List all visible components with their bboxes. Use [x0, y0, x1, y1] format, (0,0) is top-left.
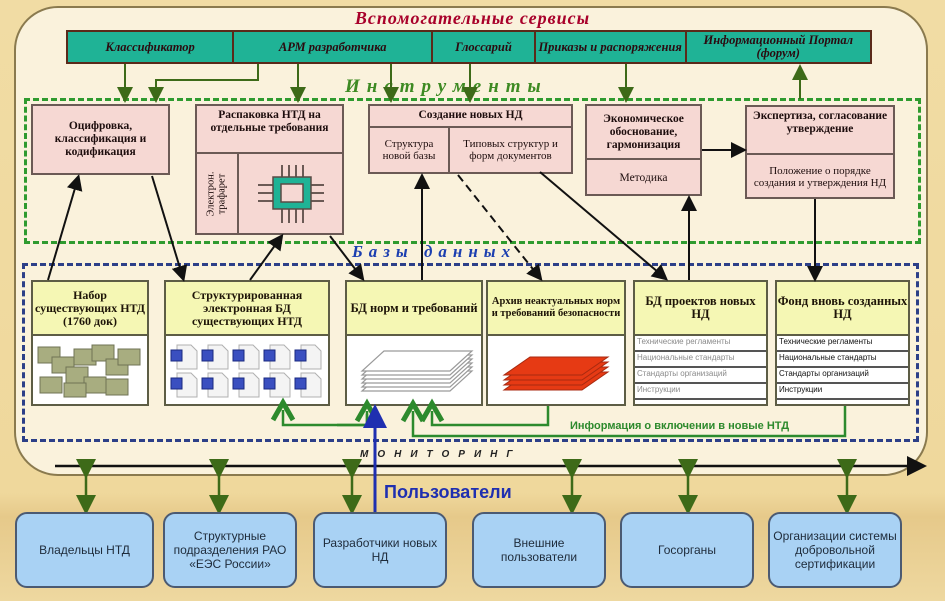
info-inclusion-label: Информация о включении в новые НТД — [570, 420, 790, 432]
services-title: Вспомогательные сервисы — [354, 8, 591, 28]
document-icon — [232, 372, 260, 398]
db-new-nd-fund-row: Инструкции — [777, 384, 908, 400]
service-classifier[interactable]: Классификатор — [68, 32, 235, 62]
user-certification-orgs[interactable]: Организации системы добровольной сертифи… — [768, 512, 902, 588]
tool-new-nd-templates: Типовых структур и форм документов — [463, 138, 558, 162]
databases-zone — [22, 263, 919, 442]
white-sheets-icon — [347, 336, 481, 406]
document-icon — [201, 344, 229, 370]
db-archive[interactable]: Архив неактуальных норм и требований без… — [486, 280, 626, 406]
user-state-bodies[interactable]: Госорганы — [620, 512, 754, 588]
user-ntd-owners[interactable]: Владельцы НТД — [15, 512, 154, 588]
db-draft-nd-row: Национальные стандарты — [635, 352, 766, 368]
tool-coding[interactable]: Оцифровка, классификация и кодификация — [31, 104, 170, 175]
db-new-nd-fund[interactable]: Фонд вновь созданных НД Технические регл… — [775, 280, 910, 406]
db-new-nd-fund-row: Национальные стандарты — [777, 352, 908, 368]
db-draft-nd-row: Стандарты организаций — [635, 368, 766, 384]
monitoring-label: МОНИТОРИНГ — [360, 449, 522, 460]
service-info-portal[interactable]: Информационный Портал (форум) — [703, 33, 854, 60]
tool-new-nd-structure: Структура новой базы — [370, 128, 450, 172]
db-structured-electronic-title: Структурированная электронная БД существ… — [166, 282, 328, 336]
document-icon — [294, 344, 322, 370]
document-icon — [263, 344, 291, 370]
document-icon — [232, 344, 260, 370]
tool-unpacking-title: Распаковка НТД на отдельные требования — [210, 109, 329, 134]
document-icon — [263, 372, 291, 398]
db-draft-nd[interactable]: БД проектов новых НД Технические регламе… — [633, 280, 768, 406]
chip-icon — [239, 154, 342, 233]
document-icon — [170, 372, 198, 398]
users-title: Пользователи — [384, 482, 512, 502]
db-archive-title: Архив неактуальных норм и требований без… — [488, 282, 624, 336]
db-structured-electronic[interactable]: Структурированная электронная БД существ… — [164, 280, 330, 406]
db-new-nd-fund-row: Стандарты организаций — [777, 368, 908, 384]
tool-new-nd[interactable]: Создание новых НД Структура новой базы Т… — [368, 104, 573, 174]
services-bar: Классификатор АРМ разработчика Глоссарий… — [66, 30, 872, 64]
db-existing-ntd-title: Набор существующих НТД (1760 док) — [33, 282, 147, 336]
document-icon — [201, 372, 229, 398]
tool-coding-title: Оцифровка, классификация и кодификация — [54, 120, 147, 158]
service-glossary[interactable]: Глоссарий — [433, 32, 536, 62]
db-norms-requirements[interactable]: БД норм и требований — [345, 280, 483, 406]
document-icon — [294, 372, 322, 398]
db-draft-nd-row: Инструкции — [635, 384, 766, 400]
tool-expertise[interactable]: Экспертиза, согласование утверждение Пол… — [745, 105, 895, 199]
tool-new-nd-title: Создание новых НД — [370, 106, 571, 128]
user-external[interactable]: Внешние пользователи — [472, 512, 606, 588]
user-new-nd-developers[interactable]: Разработчики новых НД — [313, 512, 447, 588]
db-draft-nd-title: БД проектов новых НД — [635, 282, 766, 336]
service-orders[interactable]: Приказы и распоряжения — [536, 32, 687, 62]
paper-stack-icon — [33, 336, 147, 406]
service-developer-workstation[interactable]: АРМ разработчика — [234, 32, 434, 62]
db-draft-nd-row: Технические регламенты — [635, 336, 766, 352]
user-rao-divisions[interactable]: Структурные подразделения РАО «ЕЭС Росси… — [163, 512, 297, 588]
document-icon — [170, 344, 198, 370]
db-new-nd-fund-title: Фонд вновь созданных НД — [777, 282, 908, 336]
tool-expertise-title: Экспертиза, согласование утверждение — [752, 110, 888, 135]
db-existing-ntd[interactable]: Набор существующих НТД (1760 док) — [31, 280, 149, 406]
tool-economic-method: Методика — [587, 158, 700, 196]
databases-zone-label: Базы данных — [352, 242, 517, 261]
db-norms-requirements-title: БД норм и требований — [347, 282, 481, 336]
red-sheets-icon — [488, 336, 624, 406]
tool-economic-title: Экономическое обоснование, гармонизация — [603, 112, 684, 151]
tool-expertise-regulation: Положение о порядке создания и утвержден… — [747, 153, 893, 199]
document-grid-icon — [166, 336, 328, 406]
tool-economic[interactable]: Экономическое обоснование, гармонизация … — [585, 104, 702, 196]
db-new-nd-fund-row: Технические регламенты — [777, 336, 908, 352]
